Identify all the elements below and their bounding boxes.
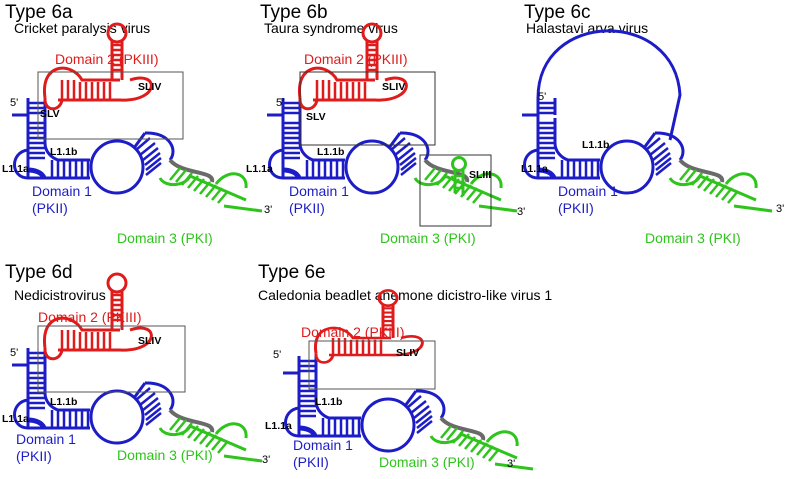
- three-prime-label: 3': [264, 204, 272, 216]
- three-prime-label: 3': [262, 454, 270, 466]
- domain-2-box: [308, 340, 436, 390]
- domain-1-label: Domain 1: [558, 183, 618, 199]
- domain-1-structure: [12, 96, 161, 193]
- domain-2-label: Domain 2 (PKIII): [55, 51, 158, 67]
- five-prime-label: 5': [276, 97, 284, 109]
- three-prime-label: 3': [517, 206, 525, 218]
- l1-1b-label: L1.1b: [50, 146, 77, 158]
- panel-subtitle: Cricket paralysis virus: [14, 20, 150, 36]
- l1-1a-label: L1.1a: [521, 163, 548, 175]
- sliii-label: SLIII: [469, 169, 491, 181]
- domain-2-box: [299, 71, 436, 146]
- l1-1a-label: L1.1a: [246, 163, 273, 175]
- sliv-label: SLIV: [396, 347, 419, 359]
- domain-1-pk-label: (PKII): [289, 200, 325, 216]
- domain-3-box: [419, 154, 492, 227]
- panel-6a: Type 6a Cricket paralysis virus Domain 2…: [2, 2, 272, 246]
- five-prime-label: 5': [10, 97, 18, 109]
- l1-1b-label: L1.1b: [315, 396, 342, 408]
- panel-6c: Type 6c Halastavi arva virus 5' L1.1a L1…: [521, 2, 784, 246]
- l1-1b-label: L1.1b: [50, 396, 77, 408]
- domain-1-pk-label: (PKII): [558, 200, 594, 216]
- panel-title: Type 6d: [5, 262, 73, 283]
- panel-6d: Type 6d Nedicistrovirus Domain 2 (PKIII)…: [2, 262, 270, 466]
- domain-3-label: Domain 3 (PKI): [645, 230, 741, 246]
- panel-subtitle: Nedicistrovirus: [14, 287, 106, 303]
- domain-3-label: Domain 3 (PKI): [117, 447, 213, 463]
- panel-title: Type 6c: [524, 2, 591, 23]
- panel-title: Type 6b: [260, 2, 328, 23]
- sliii-stem-loop: [451, 156, 467, 196]
- domain-2-label: Domain 2 (PKIII): [304, 51, 407, 67]
- l1-1b-label: L1.1b: [317, 146, 344, 158]
- domain-1-label: Domain 1: [289, 183, 349, 199]
- domain-1-label: Domain 1: [16, 431, 76, 447]
- domain-1-structure: [12, 346, 161, 443]
- l1-1a-label: L1.1a: [265, 420, 292, 432]
- domain-3-label: Domain 3 (PKI): [380, 230, 476, 246]
- domain-1-pk-label: (PKII): [16, 448, 52, 464]
- panel-subtitle: Caledonia beadlet anemone dicistro-like …: [258, 287, 552, 303]
- panel-title: Type 6e: [258, 262, 326, 283]
- sliv-label: SLIV: [138, 335, 161, 347]
- domain-1-label: Domain 1: [32, 183, 92, 199]
- l1-1b-label: L1.1b: [582, 139, 609, 151]
- domain-1-label: Domain 1: [293, 437, 353, 453]
- domain-2-box: [37, 71, 184, 140]
- domain-1-pk-label: (PKII): [32, 200, 68, 216]
- sliv-label: SLIV: [138, 81, 161, 93]
- panel-6b: Type 6b Taura syndrome virus Domain 2 (P…: [246, 2, 525, 246]
- domain-2-box: [37, 325, 186, 393]
- l1-1a-label: L1.1a: [2, 163, 29, 175]
- sliv-label: SLIV: [382, 81, 405, 93]
- slv-label: SLV: [40, 108, 60, 120]
- domain-3-label: Domain 3 (PKI): [117, 230, 213, 246]
- five-prime-label: 5': [538, 91, 546, 103]
- panel-6e: Type 6e Caledonia beadlet anemone dicist…: [258, 262, 552, 471]
- domain-2-label: Domain 2 (PKIII): [38, 309, 141, 325]
- slv-label: SLV: [306, 111, 326, 123]
- domain-1-pk-label: (PKII): [293, 454, 329, 470]
- three-prime-label: 3': [507, 458, 515, 470]
- domain-2-label: Domain 2 (PKIII): [301, 324, 404, 340]
- domain-3-label: Domain 3 (PKI): [379, 454, 475, 470]
- l1-1a-label: L1.1a: [2, 413, 29, 425]
- five-prime-label: 5': [273, 349, 281, 361]
- three-prime-label: 3': [776, 203, 784, 215]
- domain-3-structure: [143, 130, 264, 213]
- five-prime-label: 5': [10, 347, 18, 359]
- panel-title: Type 6a: [5, 2, 73, 23]
- domain-3-structure: [653, 130, 774, 213]
